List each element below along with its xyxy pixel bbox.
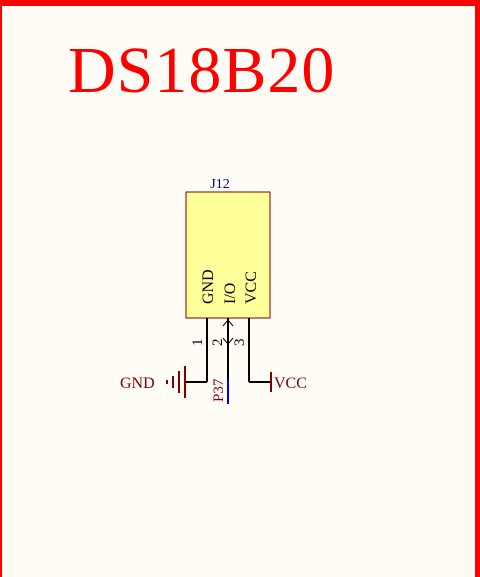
component-body[interactable] — [185, 191, 271, 319]
pin-number-3: 3 — [232, 339, 248, 347]
pin-name-vcc: VCC — [243, 271, 260, 304]
pin-number-2: 2 — [210, 339, 226, 347]
net-label-gnd: GND — [120, 375, 155, 392]
ground-symbol-icon — [166, 366, 186, 398]
pin-name-io: I/O — [222, 283, 239, 304]
pin-name-gnd: GND — [200, 269, 217, 304]
sheet-title: DS18B20 — [68, 34, 336, 107]
net-label-vcc: VCC — [274, 375, 307, 392]
net-label-p37: P37 — [211, 378, 227, 402]
component-designator: J12 — [210, 177, 229, 192]
pin-number-1: 1 — [190, 339, 206, 347]
bidirectional-io-icon — [222, 319, 234, 345]
